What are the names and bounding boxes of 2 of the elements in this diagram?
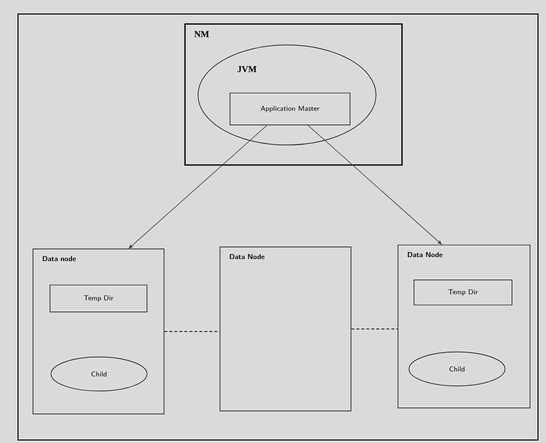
- connector-line: [350, 328, 398, 330]
- connector-line: [164, 330, 220, 332]
